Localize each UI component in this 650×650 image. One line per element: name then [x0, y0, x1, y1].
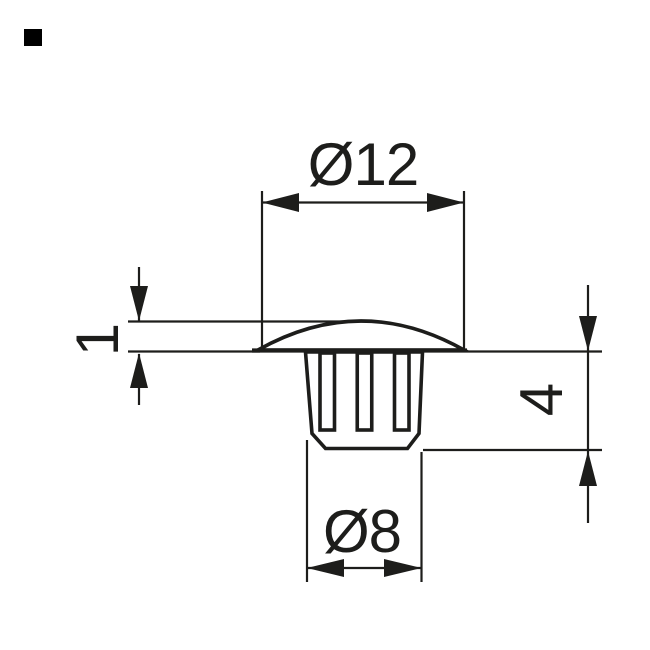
stem-body: [303, 350, 425, 451]
arrowhead-down-icon: [579, 316, 597, 351]
bottom-diameter-label: Ø8: [323, 498, 401, 565]
stem-slot-middle: [355, 351, 374, 432]
cap-dome: [251, 319, 471, 352]
arrowhead-up-icon: [579, 451, 597, 486]
corner-marker-square: [24, 29, 42, 46]
stem-slot-left: [318, 351, 337, 432]
cap-height-label: 1: [64, 324, 131, 356]
arrowhead-down-icon: [130, 286, 148, 321]
arrowhead-right-icon: [427, 193, 464, 212]
arrowhead-left-icon: [262, 193, 299, 212]
arrowhead-left-icon: [307, 559, 344, 577]
arrowhead-right-icon: [384, 559, 422, 577]
stem-height-label: 4: [508, 384, 575, 416]
stem-slot-right: [392, 351, 411, 432]
top-diameter-label: Ø12: [308, 131, 418, 198]
arrowhead-up-icon: [130, 353, 148, 388]
